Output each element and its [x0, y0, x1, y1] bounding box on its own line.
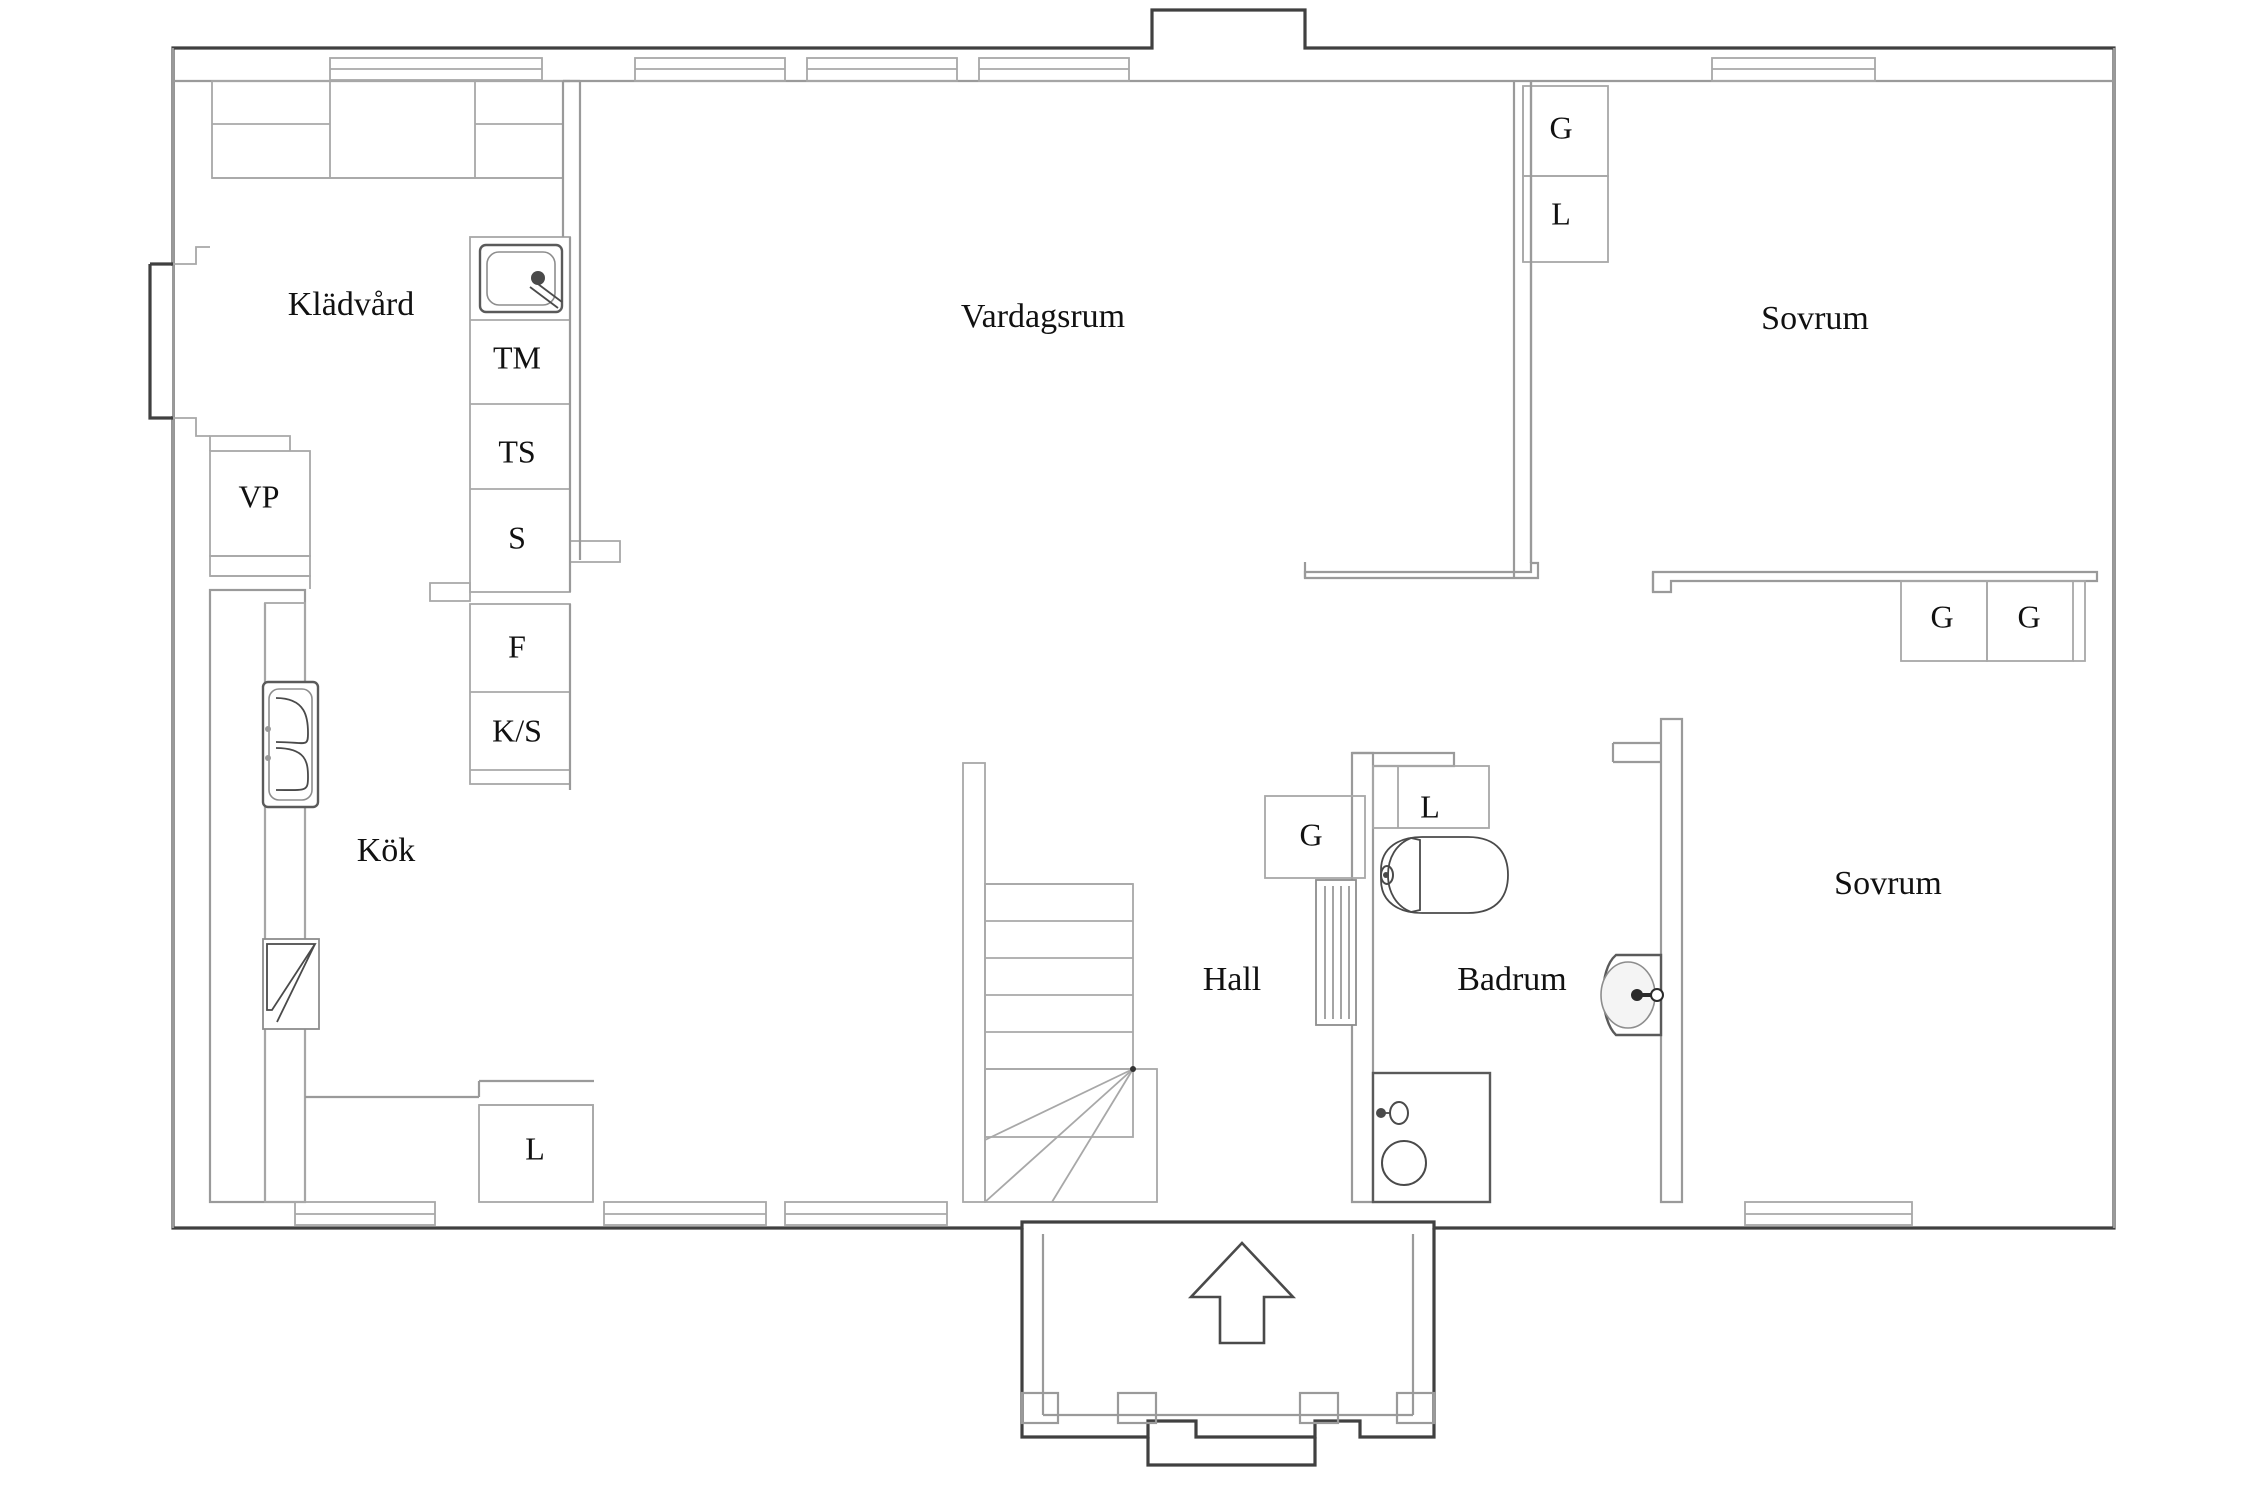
- door-openings: [1303, 562, 1655, 592]
- unit-labels: VP TM TS S F K/S L G L G G G L: [239, 109, 2041, 1166]
- window-kladvard-top: [329, 57, 543, 81]
- badrum-fixtures: [1315, 836, 1664, 1204]
- unit-label-g-hall: G: [1299, 816, 1322, 852]
- room-label-hall: Hall: [1203, 961, 1262, 998]
- hall-vardagsrum-wall: [1352, 751, 1456, 768]
- unit-label-vp: VP: [239, 478, 280, 514]
- room-label-badrum: Badrum: [1457, 961, 1567, 998]
- unit-label-l-bedroom-top: L: [1551, 195, 1571, 231]
- window-vardagsrum-3: [978, 57, 1130, 82]
- vp-closet: [209, 435, 311, 589]
- badrum-closet-l: [1372, 765, 1490, 829]
- window-kok-2: [603, 1201, 767, 1226]
- unit-label-s: S: [508, 519, 526, 555]
- entrance-direction-arrow-icon: [1187, 1241, 1297, 1345]
- stove-cooktop-icon: [261, 680, 320, 809]
- unit-label-g-bedroom-bot-1: G: [1930, 598, 1953, 634]
- kladvard-upper-cabinets: [211, 80, 564, 179]
- room-label-vardagsrum: Vardagsrum: [961, 298, 1125, 335]
- laundry-sink-icon: [478, 243, 564, 314]
- sovrum-bottom-closets: [1900, 580, 2086, 662]
- kitchen-lower-wall: [305, 1079, 594, 1203]
- window-kok-1: [294, 1201, 436, 1226]
- appliance-column: [429, 236, 621, 785]
- toilet-icon: [1380, 836, 1509, 914]
- sovrum-top-closets: [1522, 85, 1609, 263]
- room-label-sovrum-bottom: Sovrum: [1834, 865, 1942, 902]
- hall-closet-g: [1264, 795, 1366, 879]
- kitchen-counter-left: [208, 588, 320, 1204]
- room-labels: Klädvård Vardagsrum Sovrum Kök Hall Badr…: [288, 286, 1942, 998]
- unit-label-ks: K/S: [492, 712, 542, 748]
- unit-label-g-bedroom-top: G: [1549, 109, 1572, 145]
- window-kok-3: [784, 1201, 948, 1226]
- window-sovrum-top: [1711, 57, 1876, 82]
- exterior-door-kladvard: [148, 246, 210, 437]
- window-group-top: [329, 57, 1876, 82]
- partition-kladvard-kok: [561, 79, 572, 790]
- building-outline: [171, 8, 2116, 1230]
- shower-cabin-icon: [1371, 1071, 1492, 1204]
- window-vardagsrum-1: [634, 57, 786, 82]
- unit-label-l-badrum: L: [1420, 788, 1440, 824]
- entrance-porch: [1020, 1228, 1436, 1467]
- unit-label-l-kitchen: L: [525, 1130, 545, 1166]
- unit-label-ts: TS: [498, 433, 535, 469]
- washbasin-icon: [1600, 953, 1664, 1037]
- room-label-kladvard: Klädvård: [288, 286, 415, 323]
- room-label-sovrum-top: Sovrum: [1761, 300, 1869, 337]
- room-label-kok: Kök: [357, 832, 416, 869]
- unit-label-f: F: [508, 628, 526, 664]
- window-sovrum-bottom: [1744, 1201, 1913, 1226]
- badrum-sovrum-partition: [1611, 717, 1684, 1204]
- window-group-bottom: [294, 1201, 1913, 1226]
- radiator-icon: [1315, 879, 1357, 1026]
- unit-label-g-bedroom-bot-2: G: [2017, 598, 2040, 634]
- staircase-icon: [962, 762, 1158, 1203]
- window-vardagsrum-2: [806, 57, 958, 82]
- unit-label-tm: TM: [493, 339, 541, 375]
- kitchen-sink-icon: [262, 938, 320, 1030]
